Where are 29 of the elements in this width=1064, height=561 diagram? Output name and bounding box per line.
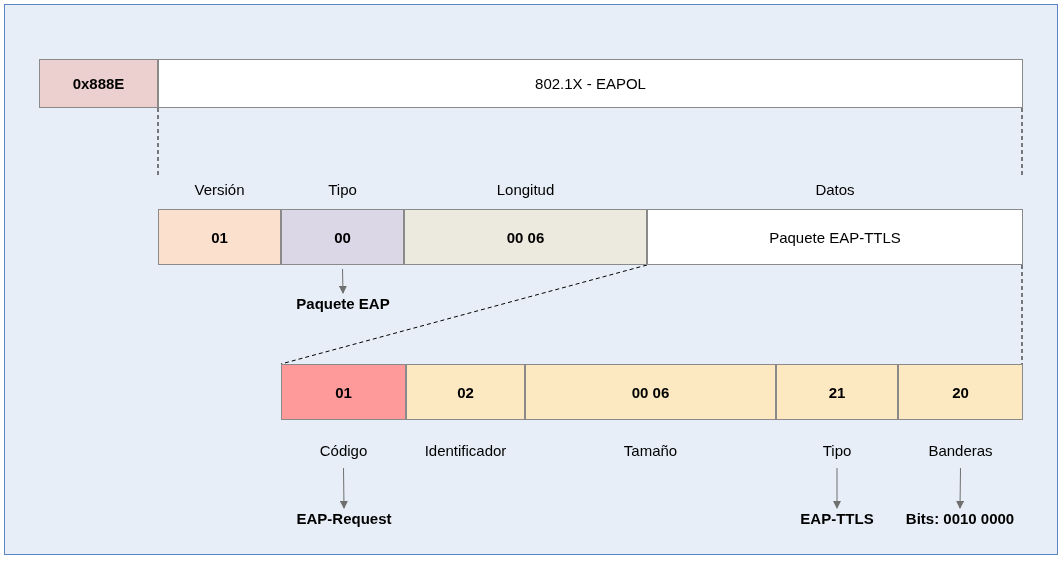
field-value: 01 [158,209,281,265]
field-value: 00 06 [404,209,647,265]
meaning-label: Paquete EAP [295,295,391,312]
expansion-line [1021,107,1023,178]
field-value: 02 [406,364,525,420]
field-name-label: Tipo [821,442,853,459]
field-value: 21 [776,364,898,420]
field-name-label: Identificador [423,442,508,459]
field-name-label: Versión [193,181,246,198]
arrow [339,467,348,509]
field-value: 0x888E [39,59,158,108]
field-value: 00 06 [525,364,776,420]
field-value: 00 [281,209,404,265]
field-value: 01 [281,364,406,420]
arrow [833,467,841,509]
meaning-label: EAP-Request [295,510,393,527]
field-name-label: Longitud [495,181,556,198]
field-value: 20 [898,364,1023,420]
expansion-line [157,107,159,178]
field-value: 802.1X - EAPOL [158,59,1023,108]
field-name-label: Tipo [327,181,358,198]
meaning-label: Bits: 0010 0000 [904,510,1016,527]
field-value: Paquete EAP-TTLS [647,209,1023,265]
field-name-label: Tamaño [622,442,679,459]
arrow [338,268,347,294]
arrow [956,467,965,509]
field-name-label: Banderas [927,442,994,459]
field-name-label: Datos [814,181,856,198]
field-name-label: Código [318,442,369,459]
